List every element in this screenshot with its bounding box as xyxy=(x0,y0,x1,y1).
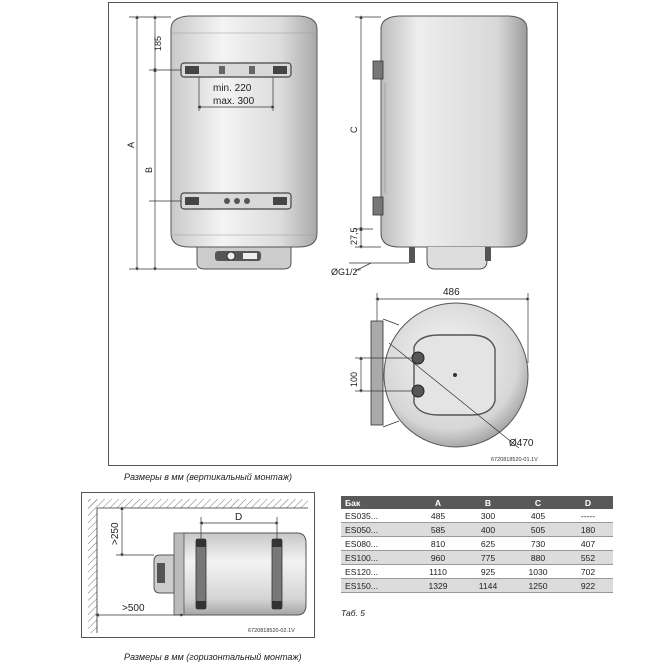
dim-100: 100 xyxy=(349,372,359,387)
table-cell-model: ES100... xyxy=(341,550,413,565)
dim-a: A xyxy=(126,142,136,148)
table-cell-value: 1030 xyxy=(513,564,563,579)
table-cell-model: ES150... xyxy=(341,578,413,593)
table-cell-value: 400 xyxy=(463,522,513,537)
side-view-dimensions xyxy=(354,15,381,272)
table-cell-value: 300 xyxy=(463,509,513,523)
dim-d: D xyxy=(235,512,242,523)
table-cell-model: ES050... xyxy=(341,522,413,537)
dim-min-220: min. 220 xyxy=(213,83,252,94)
table-cell-value: 180 xyxy=(563,522,613,537)
front-view-tank xyxy=(170,15,318,270)
table-cell-model: ES120... xyxy=(341,564,413,579)
horizontal-dimensions xyxy=(95,506,279,617)
horizontal-mounting-drawing: >250 >500 D 6720818520-02.1V xyxy=(88,499,308,634)
front-view-dimensions xyxy=(129,15,275,271)
drawing-code-horizontal: 6720818520-02.1V xyxy=(248,628,295,634)
table-cell-value: 505 xyxy=(513,522,563,537)
table-cell-value: ----- xyxy=(563,509,613,523)
table-cell-value: 1329 xyxy=(413,578,463,593)
table-cell-value: 485 xyxy=(413,509,463,523)
table-cell-value: 552 xyxy=(563,550,613,565)
col-header-tank: Бак xyxy=(341,496,413,509)
top-view-tank xyxy=(370,302,529,449)
table-cell-value: 730 xyxy=(513,536,563,551)
table-cell-value: 407 xyxy=(563,536,613,551)
wall-hatching xyxy=(88,499,308,633)
table-cell-model: ES035... xyxy=(341,509,413,523)
horizontal-tank xyxy=(153,532,307,616)
table-cell-value: 1250 xyxy=(513,578,563,593)
col-header-a: A xyxy=(413,496,463,509)
col-header-c: C xyxy=(513,496,563,509)
dim-500: >500 xyxy=(122,603,145,614)
dim-27-5: 27,5 xyxy=(349,227,359,245)
dim-185: 185 xyxy=(153,36,163,51)
table-cell-value: 775 xyxy=(463,550,513,565)
horizontal-mounting-figure: >250 >500 D 6720818520-02.1V xyxy=(81,492,315,638)
dim-486: 486 xyxy=(443,287,460,298)
vertical-mounting-figure: 185 A B min. 220 max. 300 C 27,5 ØG1/2" xyxy=(108,2,558,466)
dim-b: B xyxy=(144,167,154,173)
table-cell-value: 625 xyxy=(463,536,513,551)
dim-max-300: max. 300 xyxy=(213,96,255,107)
table-header-row: Бак A B C D xyxy=(341,496,613,509)
vertical-mounting-caption: Размеры в мм (вертикальный монтаж) xyxy=(124,472,293,482)
table-cell-value: 922 xyxy=(563,578,613,593)
drawing-code: 6720818520-01.1V xyxy=(491,457,538,463)
table-cell-value: 810 xyxy=(413,536,463,551)
table-cell-value: 1144 xyxy=(463,578,513,593)
table-cell-model: ES080... xyxy=(341,536,413,551)
dim-c: C xyxy=(349,126,359,133)
table-cell-value: 405 xyxy=(513,509,563,523)
table-cell-value: 960 xyxy=(413,550,463,565)
table-cell-value: 880 xyxy=(513,550,563,565)
table-cell-value: 925 xyxy=(463,564,513,579)
side-view-tank xyxy=(349,15,528,270)
table-note: Таб. 5 xyxy=(341,608,365,618)
dim-thread: ØG1/2" xyxy=(331,267,361,277)
top-view-dimensions xyxy=(355,293,530,393)
col-header-d: D xyxy=(563,496,613,509)
dim-250: >250 xyxy=(110,522,121,545)
horizontal-mounting-caption: Размеры в мм (горизонтальный монтаж) xyxy=(124,652,302,662)
vertical-mounting-drawing: 185 A B min. 220 max. 300 C 27,5 ØG1/2" xyxy=(126,15,538,463)
table-cell-value: 1110 xyxy=(413,564,463,579)
dim-470: Ø470 xyxy=(509,438,534,449)
table-cell-value: 702 xyxy=(563,564,613,579)
table-cell-value: 585 xyxy=(413,522,463,537)
col-header-b: B xyxy=(463,496,513,509)
